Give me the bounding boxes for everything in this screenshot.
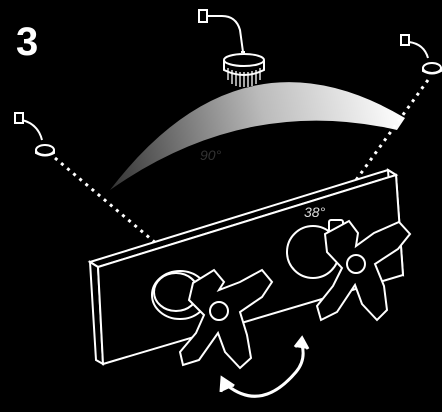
rotation-sweep-arc (110, 82, 405, 190)
shower-head-left-icon (15, 113, 54, 156)
shower-head-right-icon (401, 35, 441, 74)
tilt-angle-label: 38° (304, 204, 326, 220)
rotation-angle-label: 90° (200, 147, 222, 163)
shower-head-overhead-icon (199, 10, 264, 87)
